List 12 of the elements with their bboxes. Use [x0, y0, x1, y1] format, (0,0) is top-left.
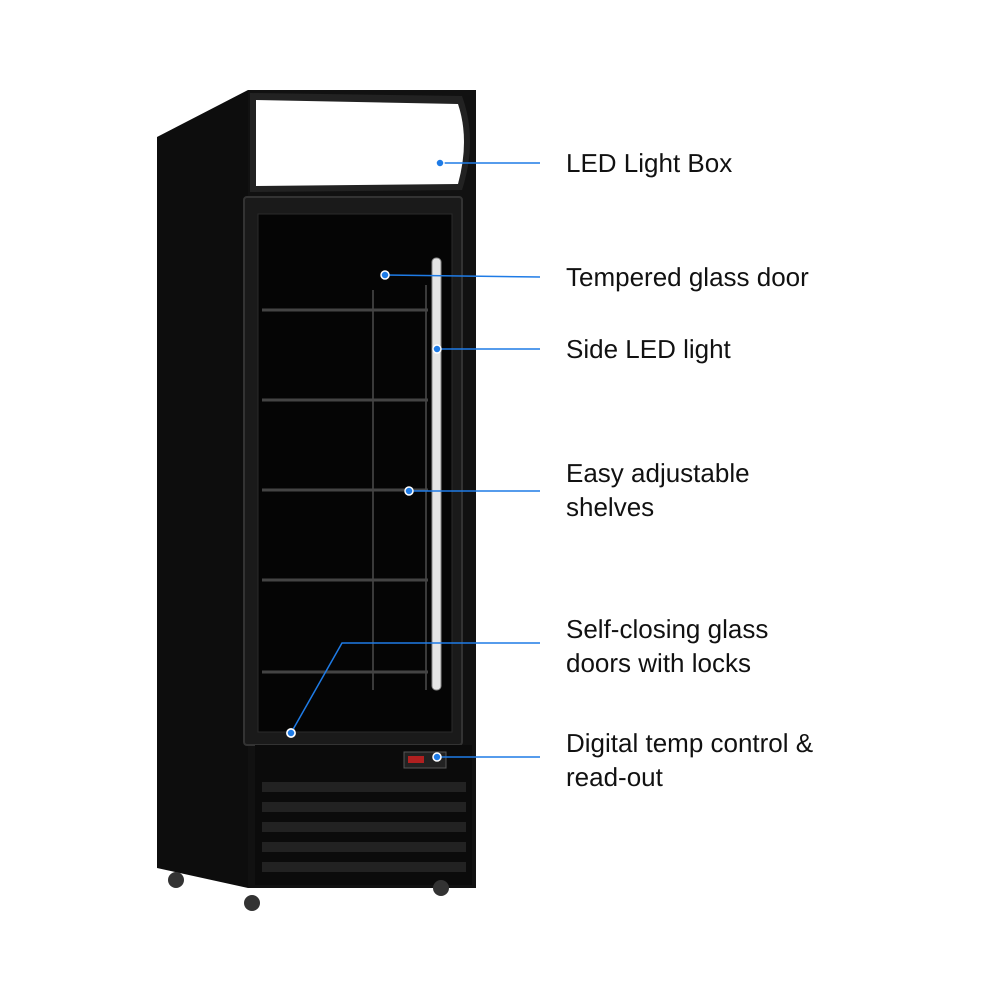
leader-line: [404, 486, 540, 496]
callout-label: Tempered glass door: [566, 261, 810, 294]
leader-line: [380, 270, 540, 280]
callout-label: Easy adjustable shelves: [566, 457, 751, 524]
leader-line: [435, 158, 540, 168]
callout-label: LED Light Box: [566, 147, 734, 180]
callout-label: Digital temp control & read-out: [566, 727, 814, 794]
leader-line: [286, 642, 540, 738]
callout-label: Self-closing glass doors with locks: [566, 613, 770, 680]
leader-line: [432, 752, 540, 762]
callout-label: Side LED light: [566, 333, 732, 366]
leader-line: [432, 344, 540, 354]
